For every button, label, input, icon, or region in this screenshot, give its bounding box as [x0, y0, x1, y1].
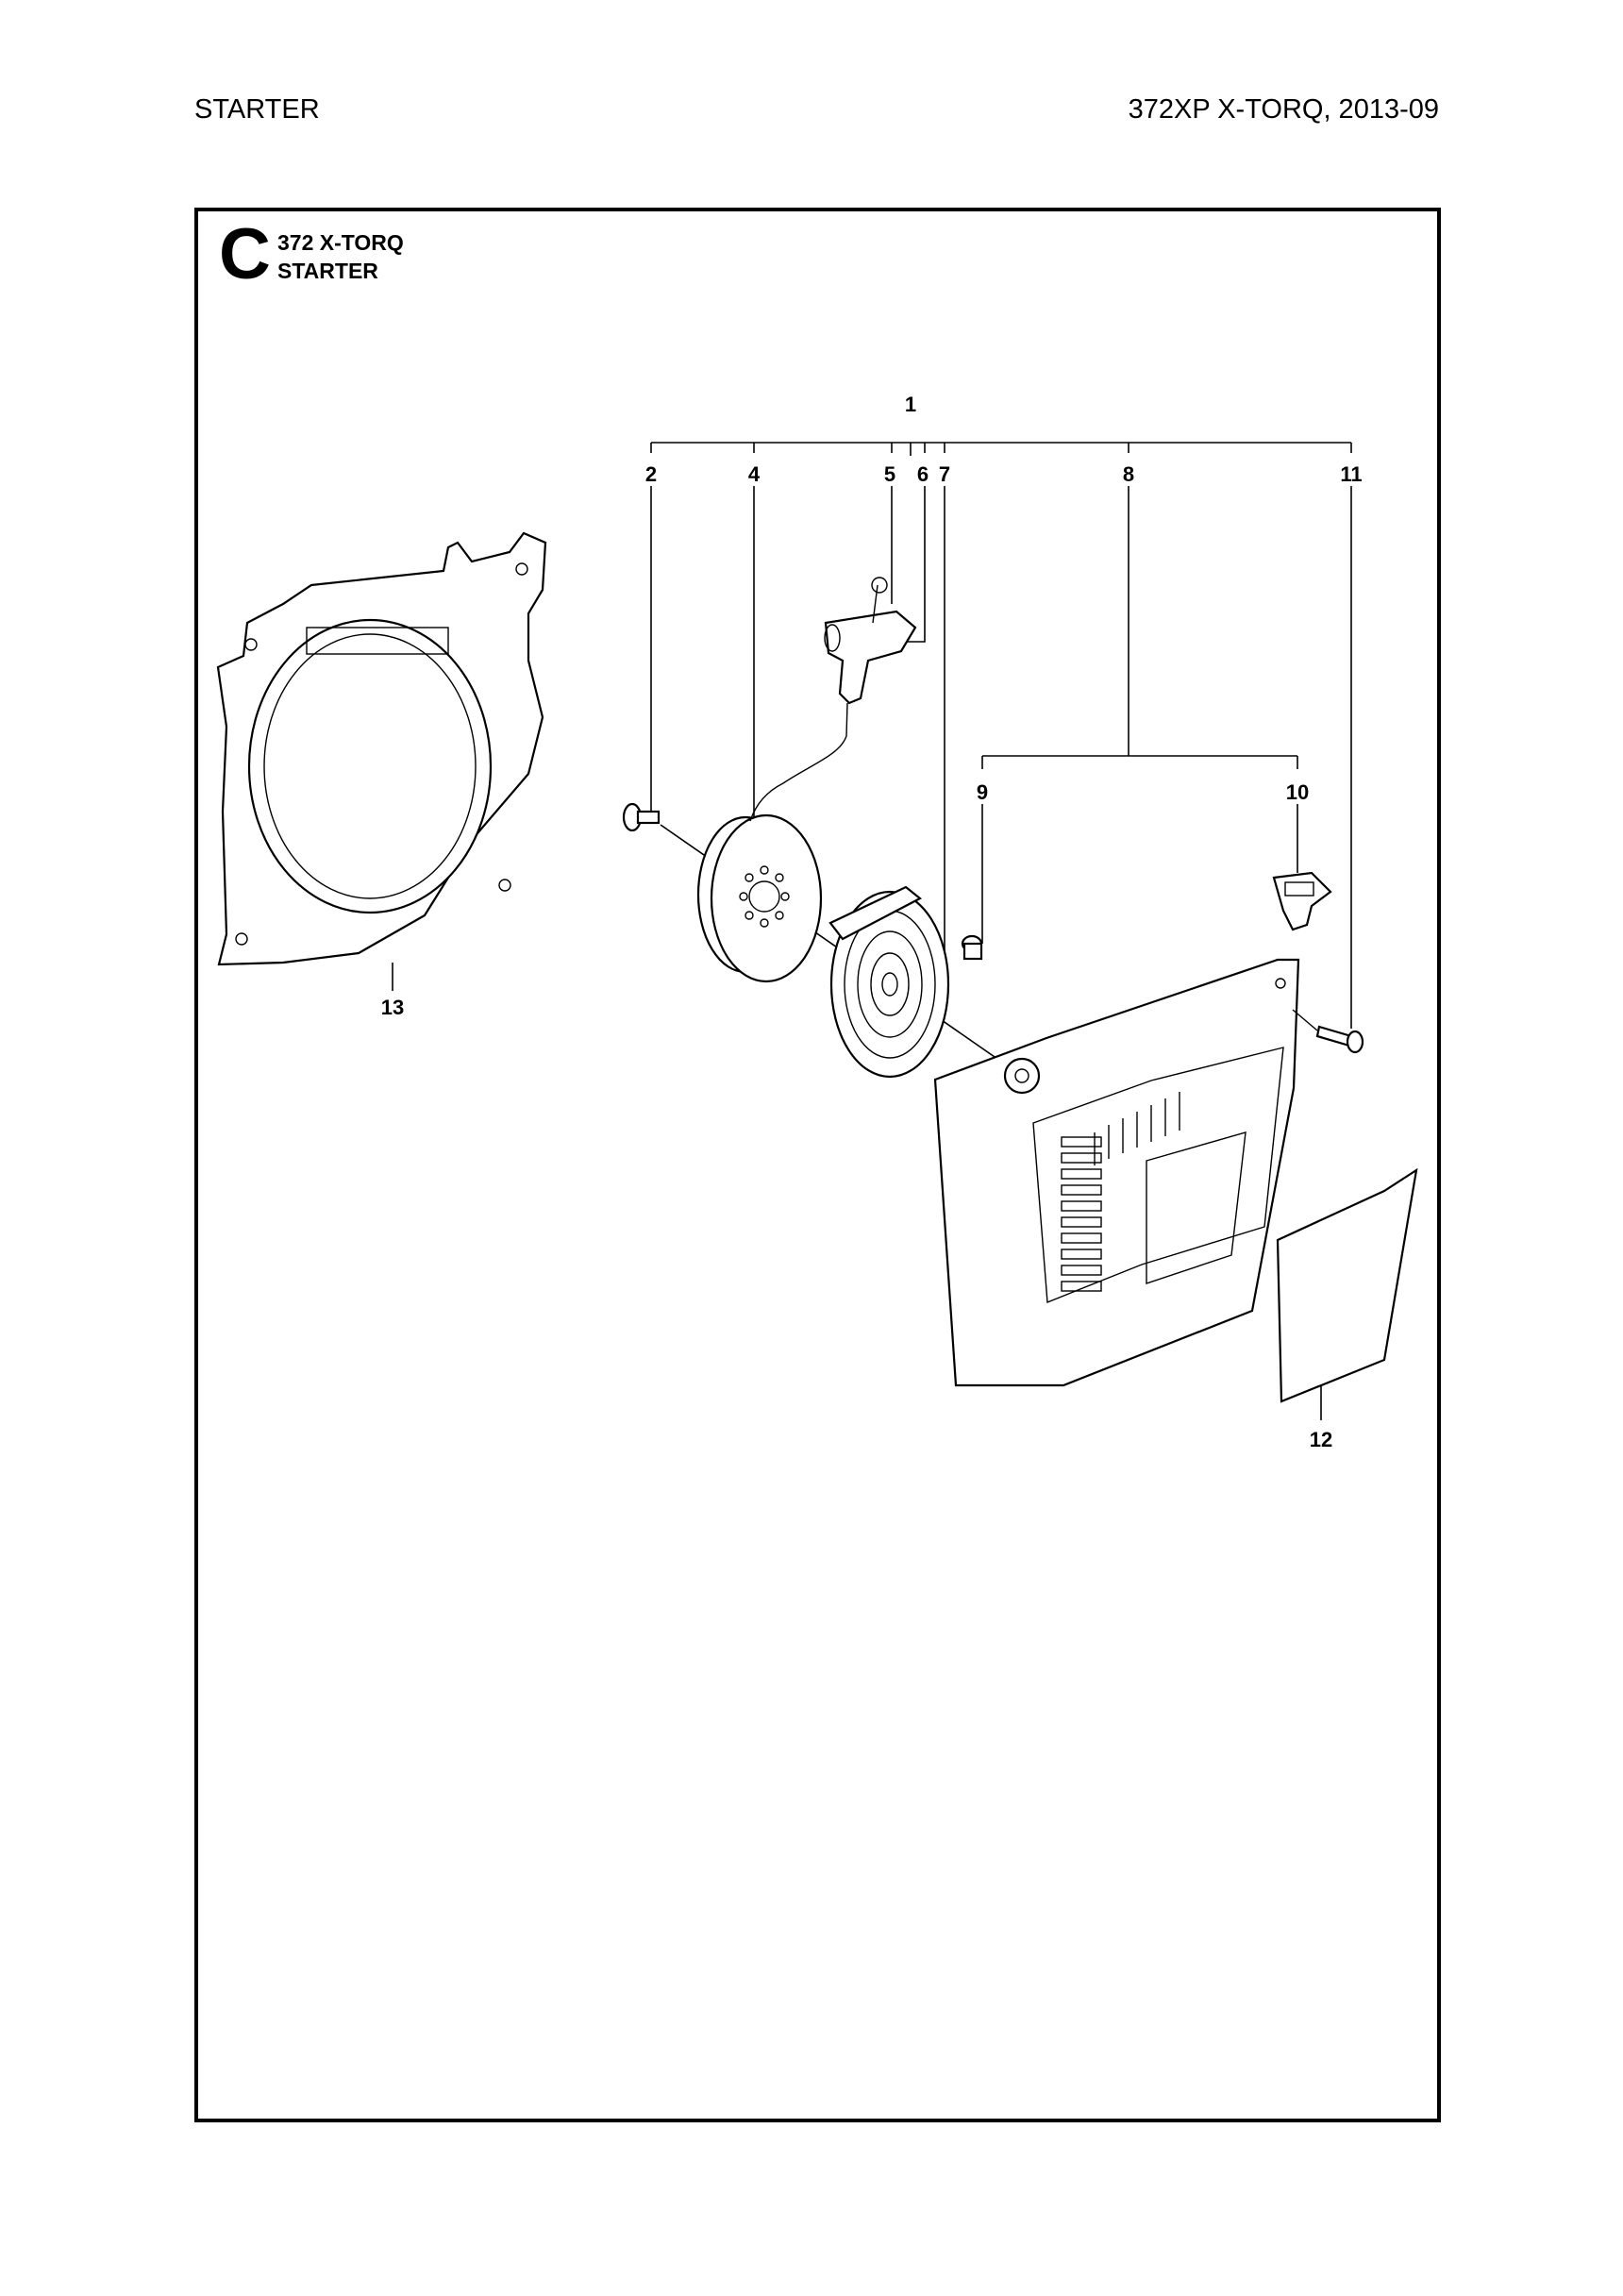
part-12-decal — [1276, 1167, 1418, 1403]
callout-1: 1 — [905, 393, 916, 416]
part-8-starter-cover — [933, 958, 1300, 1387]
section-letter: C — [219, 214, 271, 294]
callout-13: 13 — [381, 996, 404, 1019]
part-4-pulley — [696, 813, 823, 983]
diagram-frame — [194, 208, 1441, 2122]
callout-11: 11 — [1340, 462, 1362, 486]
part-9-bushing — [961, 934, 983, 961]
part-13-fan-shroud — [216, 531, 547, 966]
part-7-recoil-spring — [828, 885, 950, 1079]
diagram-model-title: 372 X-TORQ — [277, 230, 404, 255]
callout-12: 12 — [1310, 1428, 1332, 1451]
callout-6: 6 — [917, 462, 929, 486]
callout-2: 2 — [645, 462, 657, 486]
callout-10: 10 — [1286, 780, 1309, 804]
callout-9: 9 — [977, 780, 988, 804]
callout-8: 8 — [1123, 462, 1134, 486]
diagram-section-title: STARTER — [277, 259, 378, 283]
part-11-screw — [1292, 1009, 1364, 1054]
part-5-starter-handle — [749, 577, 917, 822]
callout-4: 4 — [748, 462, 761, 486]
callout-5: 5 — [884, 462, 895, 486]
callout-7: 7 — [939, 462, 950, 486]
part-10-grommet — [1272, 871, 1332, 931]
callout-labels: 1 2 4 5 6 7 8 9 10 11 12 13 — [381, 393, 1363, 1451]
header-section-title: STARTER — [194, 94, 320, 125]
callout-leaders — [392, 442, 1352, 1420]
header-model-date: 372XP X-TORQ, 2013-09 — [1128, 94, 1439, 125]
part-2-screw — [622, 802, 661, 832]
